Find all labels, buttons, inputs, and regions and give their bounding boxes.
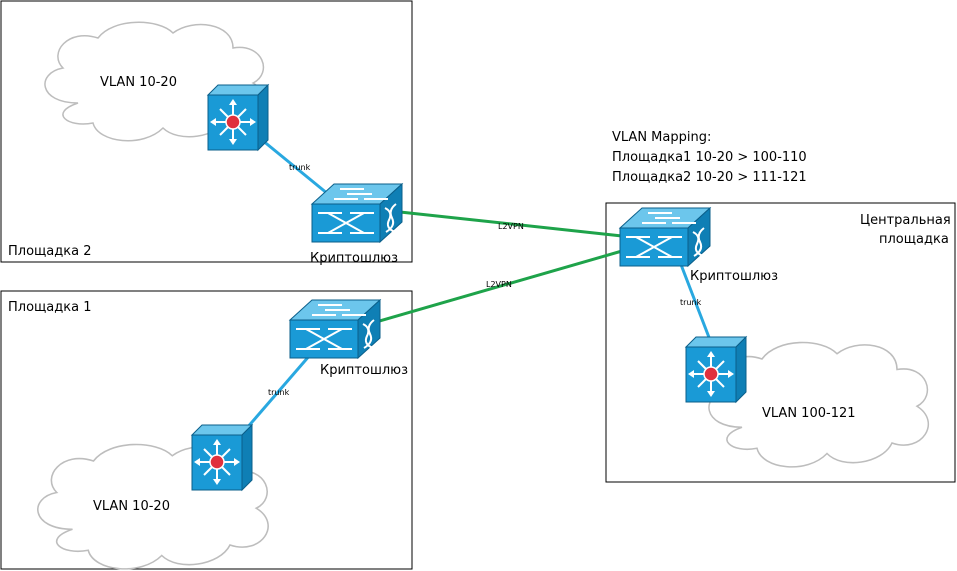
central-site-label-line1: Центральная xyxy=(860,213,951,228)
central-site-label-line2: площадка xyxy=(879,232,949,247)
central-trunk-label: trunk xyxy=(680,298,702,307)
site2-trunk-line xyxy=(261,138,329,196)
site1-gateway-label: Криптошлюз xyxy=(320,363,408,378)
site1-box xyxy=(0,290,413,570)
mapping-line1: Площадка1 10-20 > 100-110 xyxy=(612,150,807,165)
l2vpn-top-label: L2VPN xyxy=(498,222,524,231)
central-crypto-gateway-icon[interactable] xyxy=(619,207,711,267)
l2vpn-link-site2 xyxy=(399,210,623,238)
site2-l3-switch-icon[interactable] xyxy=(207,84,269,151)
central-gateway-label: Криптошлюз xyxy=(690,269,778,284)
site2-gateway-label: Криптошлюз xyxy=(310,251,398,266)
site2-cloud-label: VLAN 10-20 xyxy=(100,75,177,90)
l2vpn-bottom-label: L2VPN xyxy=(486,280,512,289)
site1-label: Площадка 1 xyxy=(8,300,91,315)
mapping-title: VLAN Mapping: xyxy=(612,130,711,145)
site1-crypto-gateway-icon[interactable] xyxy=(289,299,381,359)
site1-trunk-line xyxy=(238,354,312,437)
site2-trunk-label: trunk xyxy=(289,163,311,172)
mapping-line2: Площадка2 10-20 > 111-121 xyxy=(612,170,807,185)
site2-label: Площадка 2 xyxy=(8,244,91,259)
central-site-box xyxy=(605,202,956,483)
l2vpn-link-site1 xyxy=(375,249,623,324)
site1-cloud-label: VLAN 10-20 xyxy=(93,499,170,514)
central-trunk-line xyxy=(678,261,712,341)
site1-l3-switch-icon[interactable] xyxy=(191,424,253,491)
site2-crypto-gateway-icon[interactable] xyxy=(311,183,403,243)
central-l3-switch-icon[interactable] xyxy=(685,336,747,403)
central-cloud-label: VLAN 100-121 xyxy=(762,406,856,421)
site1-trunk-label: trunk xyxy=(268,388,290,397)
site2-box xyxy=(0,0,413,263)
